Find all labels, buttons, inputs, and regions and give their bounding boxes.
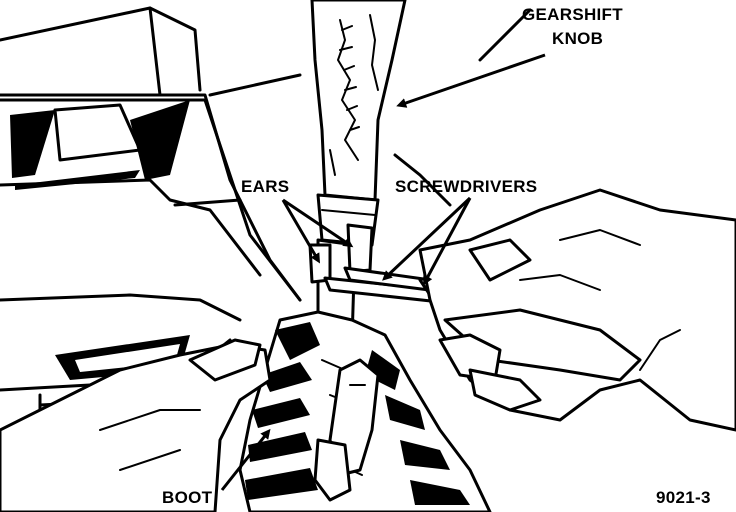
gearshift-knob (310, 0, 407, 202)
door-handle-recess (10, 100, 190, 190)
label-screwdrivers: SCREWDRIVERS (395, 177, 537, 196)
figure-number: 9021-3 (656, 488, 711, 507)
right-hand (418, 188, 736, 432)
leader-ears (281, 198, 354, 264)
left-hand (0, 338, 380, 512)
leader-gearshift-knob (396, 53, 546, 108)
label-boot: BOOT (162, 488, 213, 507)
leader-boot (220, 428, 271, 491)
label-gearshift: GEARSHIFT (522, 5, 623, 24)
leader-screwdrivers (382, 196, 472, 286)
label-knob: KNOB (552, 29, 603, 48)
label-ears: EARS (241, 177, 289, 196)
